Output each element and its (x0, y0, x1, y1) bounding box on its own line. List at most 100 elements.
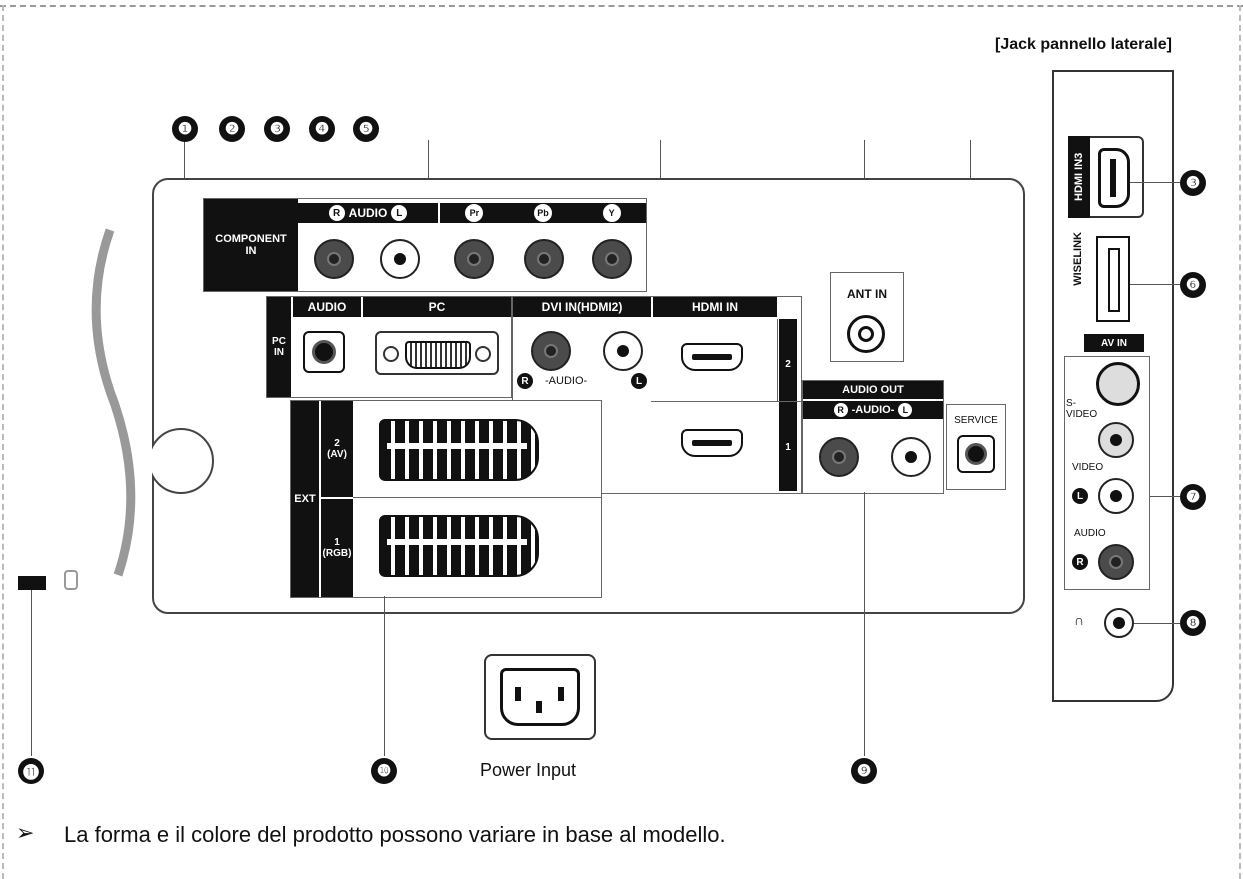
right-dashed-border (1239, 5, 1241, 879)
top-dashed-border (0, 5, 1243, 7)
hdmi-in3-port[interactable] (1098, 148, 1130, 208)
callout-9: ❾ (851, 758, 877, 784)
side-r-badge: R (1072, 554, 1088, 570)
headphone-jack[interactable] (1104, 608, 1134, 638)
panel-notch (152, 428, 214, 494)
dvi-l-badge: L (631, 373, 647, 389)
callout-10: ❿ (371, 758, 397, 784)
callout-11: ⓫ (18, 758, 44, 784)
cable-arc (91, 228, 136, 577)
ant-in-group: ANT IN (830, 272, 904, 362)
left-dashed-border (2, 5, 4, 879)
leader-line-7 (1150, 496, 1180, 497)
leader-line-11 (31, 590, 32, 756)
pc-in-group: PC IN AUDIO PC (266, 296, 512, 398)
scart-2-port[interactable] (379, 419, 539, 481)
scart-1-port[interactable] (379, 515, 539, 577)
audio-l-badge: L (391, 205, 408, 221)
component-video-header: Pr Pb Y (440, 203, 646, 223)
callout-1: ❶ (172, 116, 198, 142)
dvi-audio-r-jack[interactable] (531, 331, 571, 371)
service-group: SERVICE (946, 404, 1006, 490)
audio-out-l-badge: L (898, 403, 913, 417)
svideo-jack[interactable] (1096, 362, 1140, 406)
leader-line-8 (1134, 623, 1180, 624)
pr-badge: Pr (465, 204, 484, 222)
hdmi-2-port[interactable] (681, 343, 743, 371)
av-in-header: AV IN (1084, 334, 1144, 352)
callout-4: ❹ (309, 116, 335, 142)
kensington-slot[interactable] (18, 576, 46, 590)
wiselink-usb-port[interactable] (1096, 236, 1130, 322)
callout-6: ❻ (1180, 272, 1206, 298)
callout-5: ❺ (353, 116, 379, 142)
component-audio-l-jack[interactable] (380, 239, 420, 279)
component-in-label: COMPONENT IN (204, 199, 298, 291)
audio-out-l-jack[interactable] (891, 437, 931, 477)
audio-out-r-jack[interactable] (819, 437, 859, 477)
hdmi-1-label: 1 (779, 403, 797, 491)
audio-out-group: AUDIO OUT R -AUDIO- L (802, 380, 944, 494)
pc-header: PC (363, 297, 511, 317)
y-badge: Y (602, 204, 621, 222)
wiselink-label: WISELINK (1072, 232, 1084, 286)
service-jack[interactable] (957, 435, 995, 473)
hdmi2-cell (653, 319, 778, 401)
leader-line-2 (428, 140, 429, 198)
side-audio-label: AUDIO (1074, 528, 1106, 539)
headphone-icon: ∩ (1074, 612, 1085, 628)
component-audio-header: R AUDIO L (298, 203, 438, 223)
ext-divider (353, 497, 601, 498)
audio-out-text: -AUDIO- (851, 404, 895, 416)
dvi-audio-l-jack[interactable] (603, 331, 643, 371)
callout-3: ❸ (264, 116, 290, 142)
hdmi-divider (651, 401, 801, 402)
vga-port[interactable] (375, 331, 499, 375)
leader-line-6 (1130, 284, 1180, 285)
component-y-jack[interactable] (592, 239, 632, 279)
audio-out-subheader: R -AUDIO- L (803, 401, 943, 419)
audio-out-r-badge: R (833, 403, 848, 417)
ext-group: EXT 2 (AV) 1 (RGB) (290, 400, 602, 598)
ant-in-jack[interactable] (847, 315, 885, 353)
component-pb-jack[interactable] (524, 239, 564, 279)
pc-audio-jack[interactable] (303, 331, 345, 373)
side-panel-title: [Jack pannello laterale] (995, 36, 1172, 53)
ext-1-label: 1 (RGB) (321, 499, 353, 597)
audio-out-header: AUDIO OUT (803, 381, 943, 399)
av-in-group (1064, 356, 1150, 590)
hdmi-1-port[interactable] (681, 429, 743, 457)
leader-line-10 (384, 596, 385, 756)
callout-7: ❼ (1180, 484, 1206, 510)
power-socket[interactable] (484, 654, 596, 740)
note-marker-icon: ➢ (16, 820, 35, 845)
ant-in-label: ANT IN (847, 287, 887, 301)
component-pr-jack[interactable] (454, 239, 494, 279)
pc-audio-header: AUDIO (293, 297, 361, 317)
side-video-jack[interactable] (1098, 422, 1134, 458)
power-input-label: Power Input (480, 760, 577, 780)
dvi-audio-text: -AUDIO- (545, 375, 588, 387)
hdmi-2-label: 2 (779, 319, 797, 409)
component-group: COMPONENT IN R AUDIO L Pr Pb Y (203, 198, 647, 292)
dvi-header: DVI IN(HDMI2) (513, 297, 651, 317)
side-l-badge: L (1072, 488, 1088, 504)
audio-r-badge: R (328, 205, 345, 221)
video-label: VIDEO (1072, 462, 1104, 473)
ext-label: EXT (291, 401, 319, 597)
side-audio-r-jack[interactable] (1098, 544, 1134, 580)
leader-line-9 (864, 492, 865, 756)
pc-in-label: PC IN (267, 297, 291, 397)
callout-2: ❷ (219, 116, 245, 142)
lock-icon (64, 570, 78, 590)
component-audio-r-jack[interactable] (314, 239, 354, 279)
dvi-hdmi-group: DVI IN(HDMI2) HDMI IN R -AUDIO- L 2 1 (512, 296, 802, 494)
hdmi-in3-label: HDMI IN3 (1068, 136, 1090, 218)
footer-note: La forma e il colore del prodotto posson… (64, 822, 726, 847)
ext-2-label: 2 (AV) (321, 401, 353, 497)
audio-text: AUDIO (348, 206, 388, 220)
dvi-r-badge: R (517, 373, 533, 389)
callout-8: ❽ (1180, 610, 1206, 636)
side-audio-l-jack[interactable] (1098, 478, 1134, 514)
hdmi-in-header: HDMI IN (653, 297, 777, 317)
